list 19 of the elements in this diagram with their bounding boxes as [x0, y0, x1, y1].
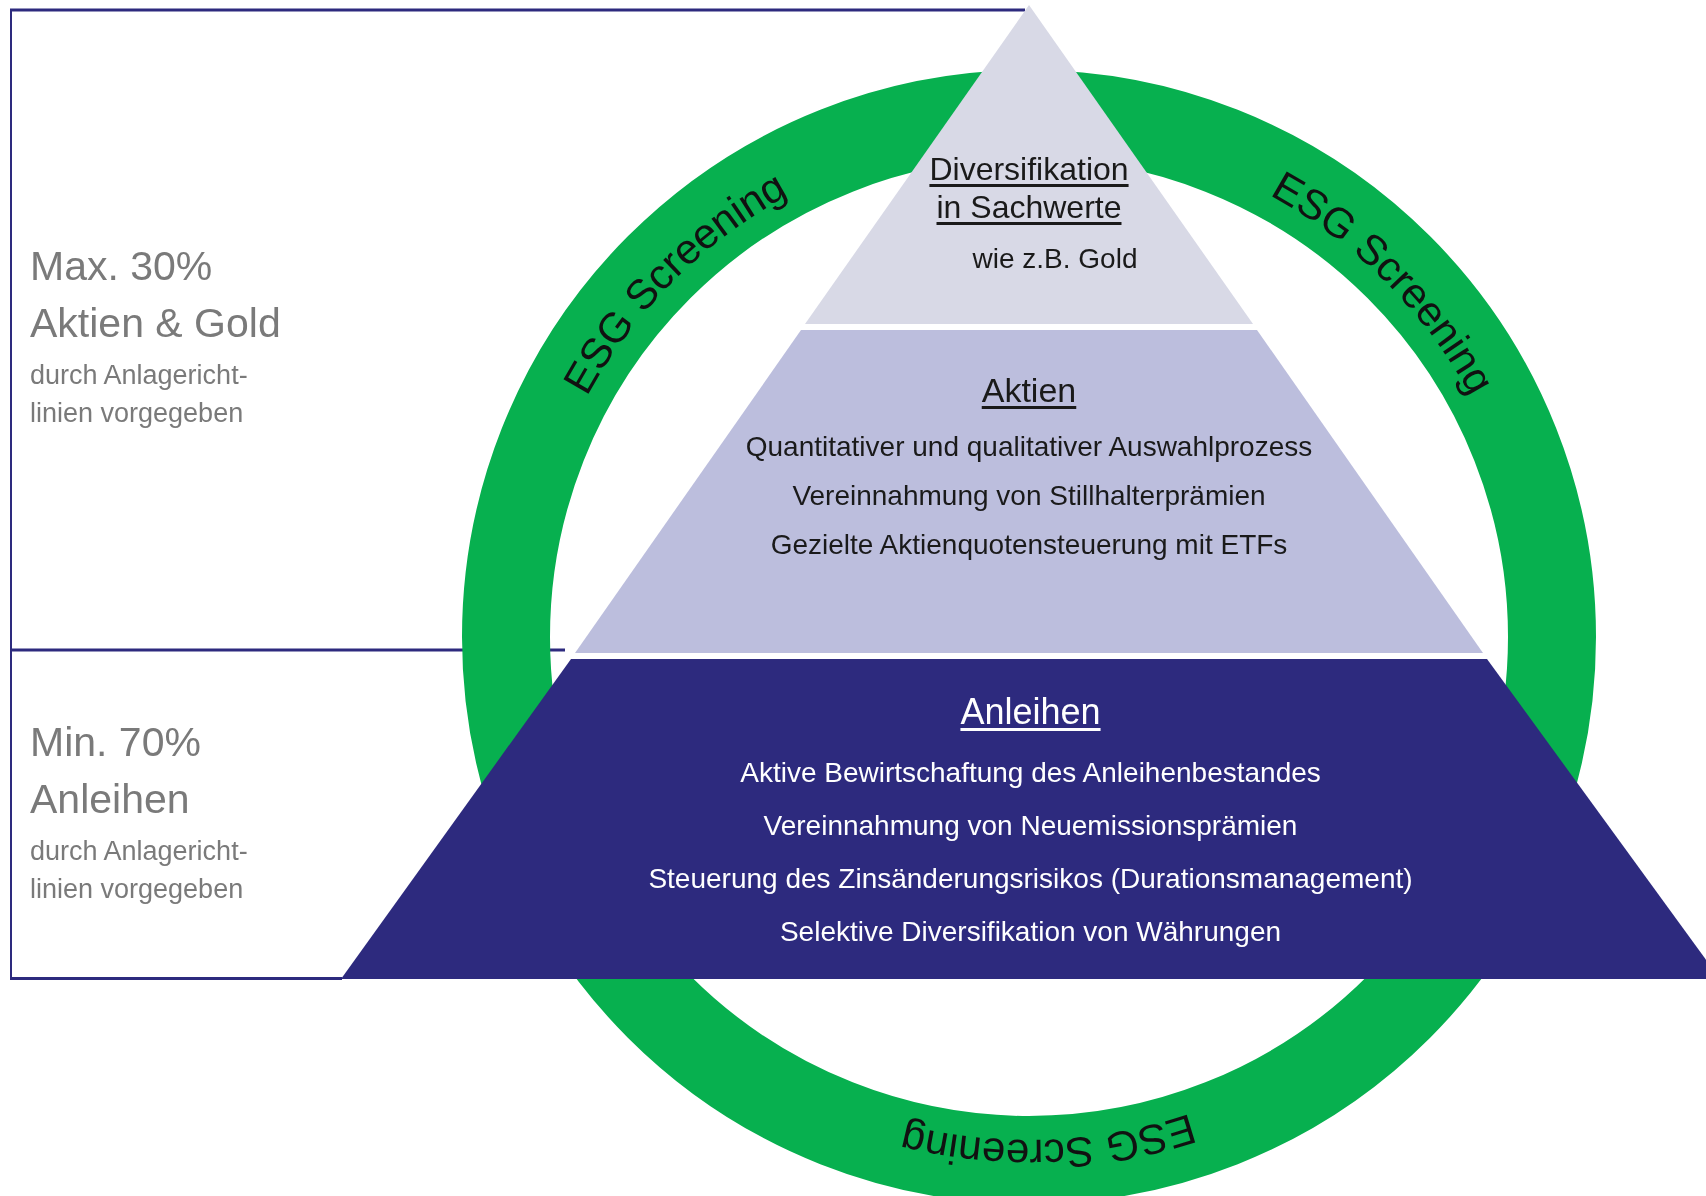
share-note: durch Anlagericht- linien vorgegeben	[30, 359, 249, 430]
tier-text: Steuerung des Zinsänderungsrisikos (Durationsmanagement)	[647, 862, 1414, 897]
tier-text: Vereinnahmung von Neuemissionsprämien	[762, 809, 1299, 844]
share-note: durch Anlagericht- linien vorgegeben	[30, 835, 249, 906]
tier-text: Selektive Diversifikation von Währungen	[778, 915, 1283, 950]
ring-label: ESG Screening	[895, 1105, 1202, 1179]
tier-text: wie z.B. Gold	[971, 241, 1139, 276]
tier-text: Vereinnahmung von Stillhalterprämien	[791, 478, 1267, 513]
tier-heading: Aktien	[980, 370, 1078, 411]
tier-heading: Diversifikation in Sachwerte	[928, 150, 1130, 227]
tier-text: Quantitativer und qualitativer Auswahlprozess	[744, 429, 1314, 464]
pyramid-tier	[341, 659, 1706, 979]
screening-ring	[462, 70, 1596, 1196]
tier-text: Gezielte Aktienquotensteuerung mit ETFs	[769, 527, 1289, 562]
bracket-frame	[10, 650, 342, 980]
share-heading: Min. 70% Anleihen	[30, 718, 202, 824]
tier-heading: Anleihen	[959, 690, 1102, 734]
share-heading: Max. 30% Aktien & Gold	[30, 242, 282, 348]
tier-text: Aktive Bewirtschaftung des Anleihenbestandes	[739, 756, 1322, 791]
